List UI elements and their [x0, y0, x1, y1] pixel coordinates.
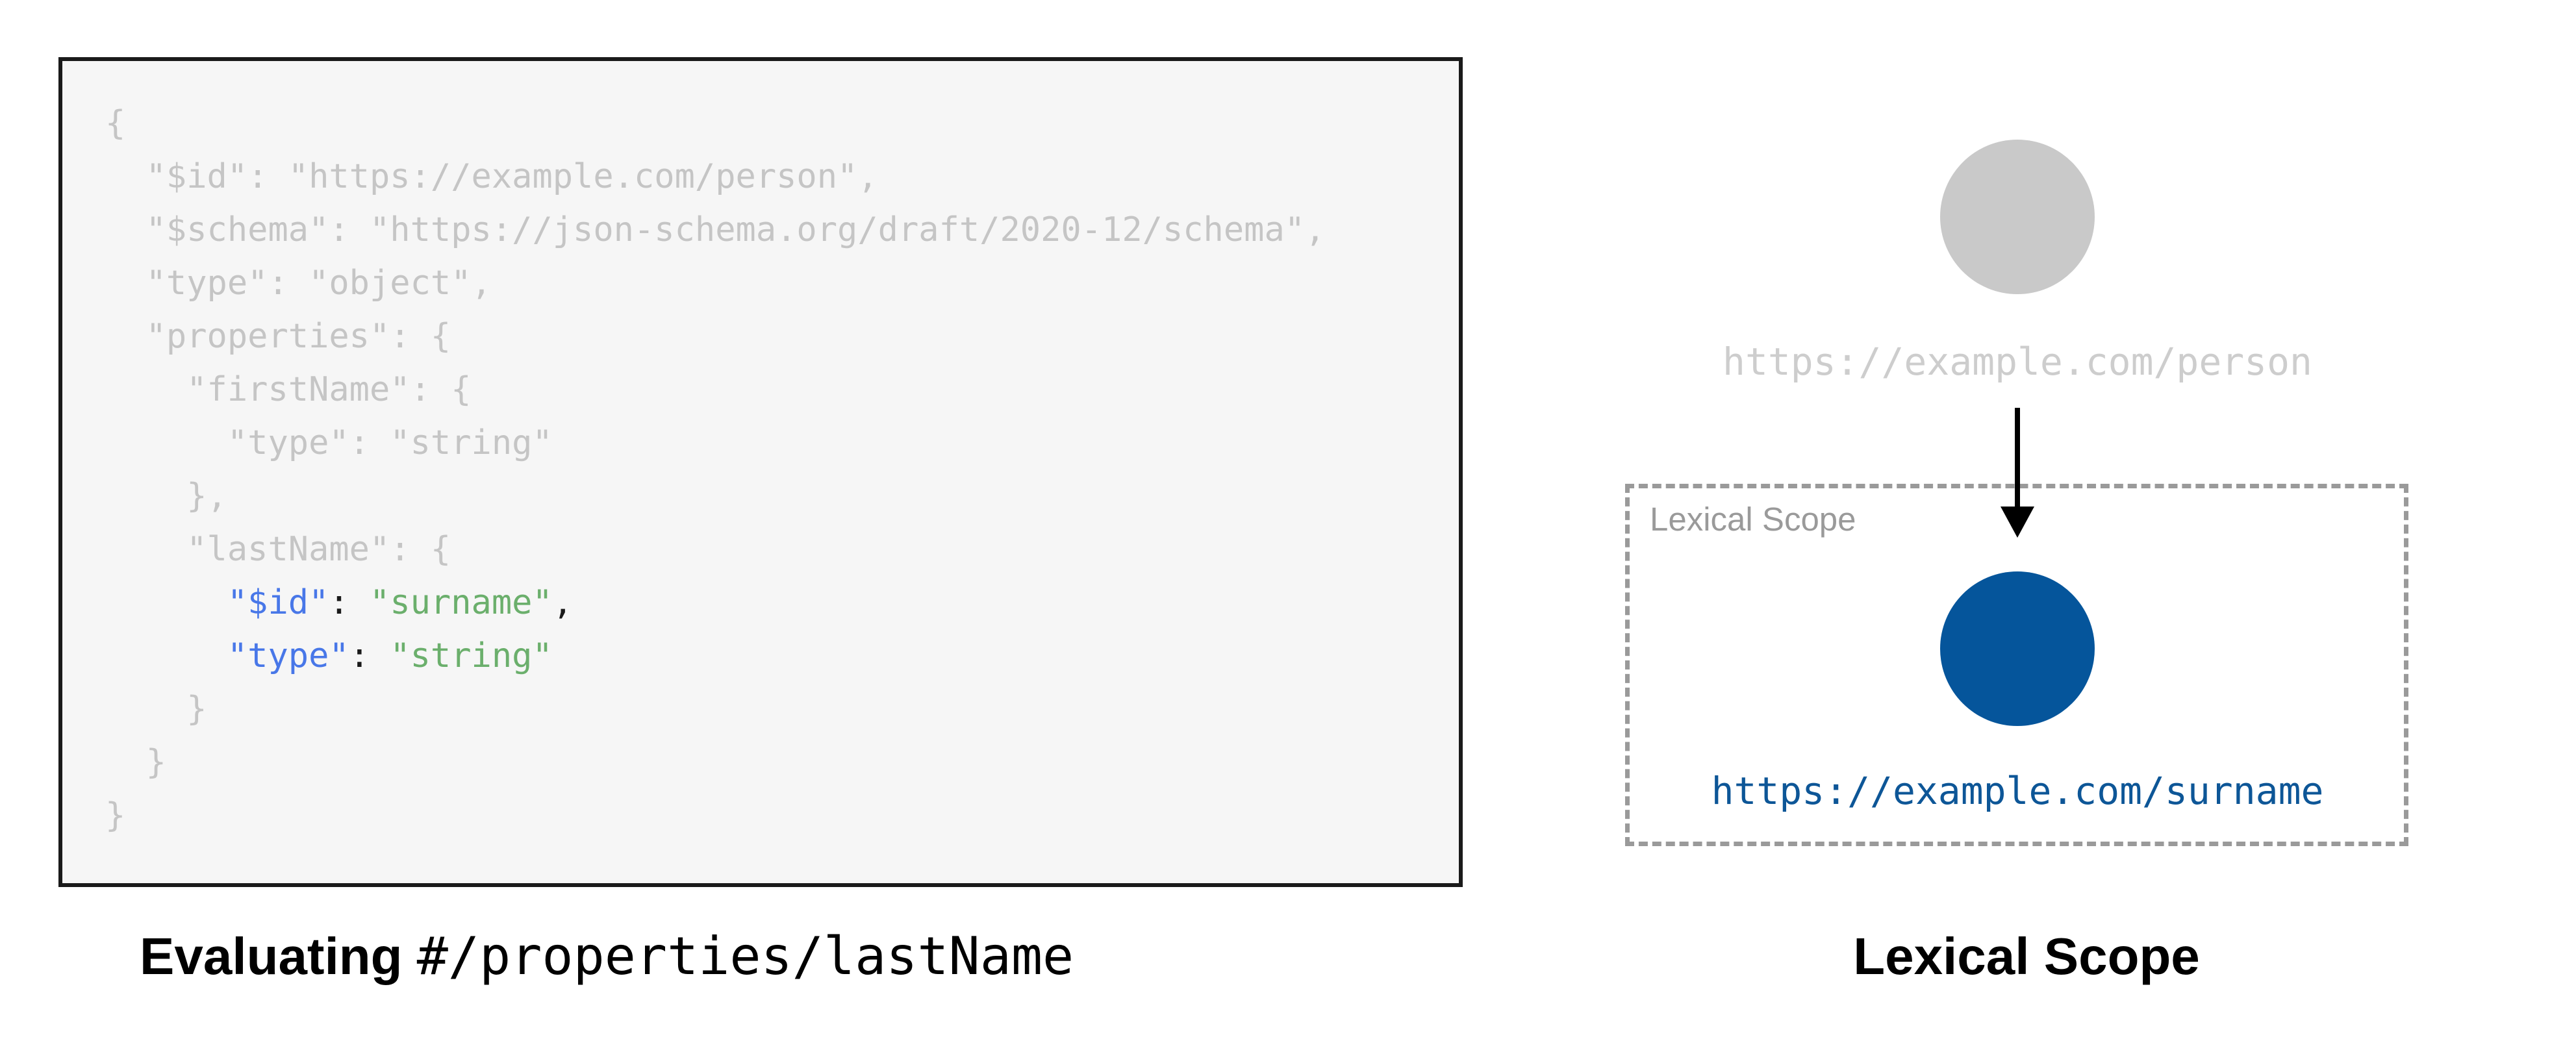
- code-line: },: [105, 477, 227, 516]
- code-line: "$id": "https://example.com/person",: [105, 157, 878, 196]
- code-line: "firstName": {: [105, 370, 472, 409]
- child-uri-label: https://example.com/surname: [1711, 769, 2324, 813]
- code-line: "$id": "surname",: [227, 583, 574, 622]
- code-line: "lastName": {: [105, 530, 451, 569]
- code-line: "type": "string": [227, 636, 553, 675]
- schema-code-panel: { "$id": "https://example.com/person", "…: [58, 57, 1463, 887]
- parent-schema-circle: [1940, 140, 2095, 294]
- evaluating-caption: Evaluating #/properties/lastName: [140, 931, 1074, 983]
- evaluating-caption-label: Evaluating: [140, 927, 417, 985]
- code-block: { "$id": "https://example.com/person", "…: [62, 61, 1459, 883]
- code-line: "$schema": "https://json-schema.org/draf…: [105, 210, 1326, 249]
- lexical-scope-box-label: Lexical Scope: [1650, 501, 1856, 538]
- arrow-down-head-icon: [2001, 507, 2034, 538]
- parent-uri-label: https://example.com/person: [1723, 340, 2312, 384]
- code-line: "properties": {: [105, 317, 451, 356]
- arrow-down-icon: [2015, 408, 2020, 510]
- code-line: {: [105, 104, 126, 143]
- code-line: }: [105, 796, 126, 835]
- code-line: "type": "object",: [105, 264, 492, 303]
- lexical-scope-caption: Lexical Scope: [1853, 927, 2200, 985]
- code-line: }: [105, 743, 166, 782]
- evaluating-caption-pointer: #/properties/lastName: [416, 926, 1074, 986]
- code-line: "type": "string": [105, 423, 553, 462]
- code-line: }: [105, 690, 207, 729]
- child-schema-circle: [1940, 571, 2095, 726]
